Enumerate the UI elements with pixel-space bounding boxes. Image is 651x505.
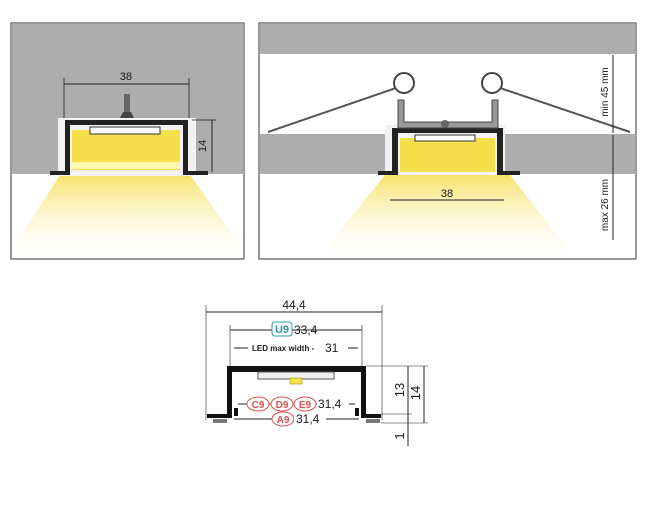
lip-left	[213, 419, 227, 423]
code-e9: E9	[299, 400, 312, 411]
a9-value: 31,4	[296, 412, 320, 426]
codes-row: C9 D9 E9 31,4	[246, 396, 349, 412]
left-width-label: 38	[120, 71, 132, 83]
dim-13-label: 13	[392, 383, 407, 397]
code-a9: A9	[277, 415, 290, 426]
left-installation-panel: 38 14	[10, 22, 245, 260]
left-profile	[50, 120, 208, 175]
right-width-label: 38	[441, 188, 453, 200]
dim-1-label: 1	[392, 432, 407, 439]
led-width-value: 31	[325, 341, 339, 355]
codes-value-bg	[317, 398, 349, 410]
right-min-label: min 45 mm	[600, 67, 611, 116]
code-c9-badge	[246, 396, 270, 412]
right-ceiling-top	[260, 24, 635, 54]
right-spring-arm-left	[267, 87, 397, 133]
right-bracket-screw	[441, 120, 449, 128]
right-profile	[378, 128, 520, 175]
right-spring-right	[481, 72, 503, 94]
clip-left	[234, 408, 238, 416]
right-led-strip	[400, 138, 495, 172]
a9-value-bg	[294, 413, 326, 425]
clip-right	[355, 408, 359, 416]
code-c9: C9	[252, 400, 265, 411]
left-height-label: 14	[197, 140, 209, 152]
right-max-label: max 26 mm	[600, 179, 611, 231]
lip-right	[366, 419, 380, 423]
left-diffuser	[72, 162, 180, 169]
u9-code: U9	[275, 324, 289, 336]
codes-row-value: 31,4	[318, 397, 342, 411]
code-d9-badge	[270, 396, 294, 412]
right-spring-arm-right	[499, 87, 631, 133]
outer-width-label: 44,4	[282, 298, 306, 312]
u9-code-badge	[271, 321, 293, 337]
right-light-beam	[318, 175, 575, 258]
right-spring-left	[393, 72, 415, 94]
left-screw	[124, 94, 130, 118]
left-led-board	[89, 126, 161, 135]
left-screw-head	[120, 112, 134, 118]
code-e9-badge	[293, 396, 317, 412]
led-width-label: LED max width -	[252, 344, 315, 353]
profile-body	[207, 366, 381, 418]
code-d9: D9	[276, 400, 289, 411]
dim-14-label: 14	[408, 386, 423, 400]
right-installation-panel: 38 min 45 mm max 26 mm	[258, 22, 637, 260]
u9-value: 33,4	[294, 323, 318, 337]
led-chip	[289, 377, 303, 385]
profile-cross-section: 44,4 U9 33,4 LED max width - 31 C9 D9	[205, 298, 428, 446]
left-light-beam	[12, 175, 243, 258]
led-label-bg	[248, 341, 348, 354]
right-led-board	[414, 134, 476, 142]
